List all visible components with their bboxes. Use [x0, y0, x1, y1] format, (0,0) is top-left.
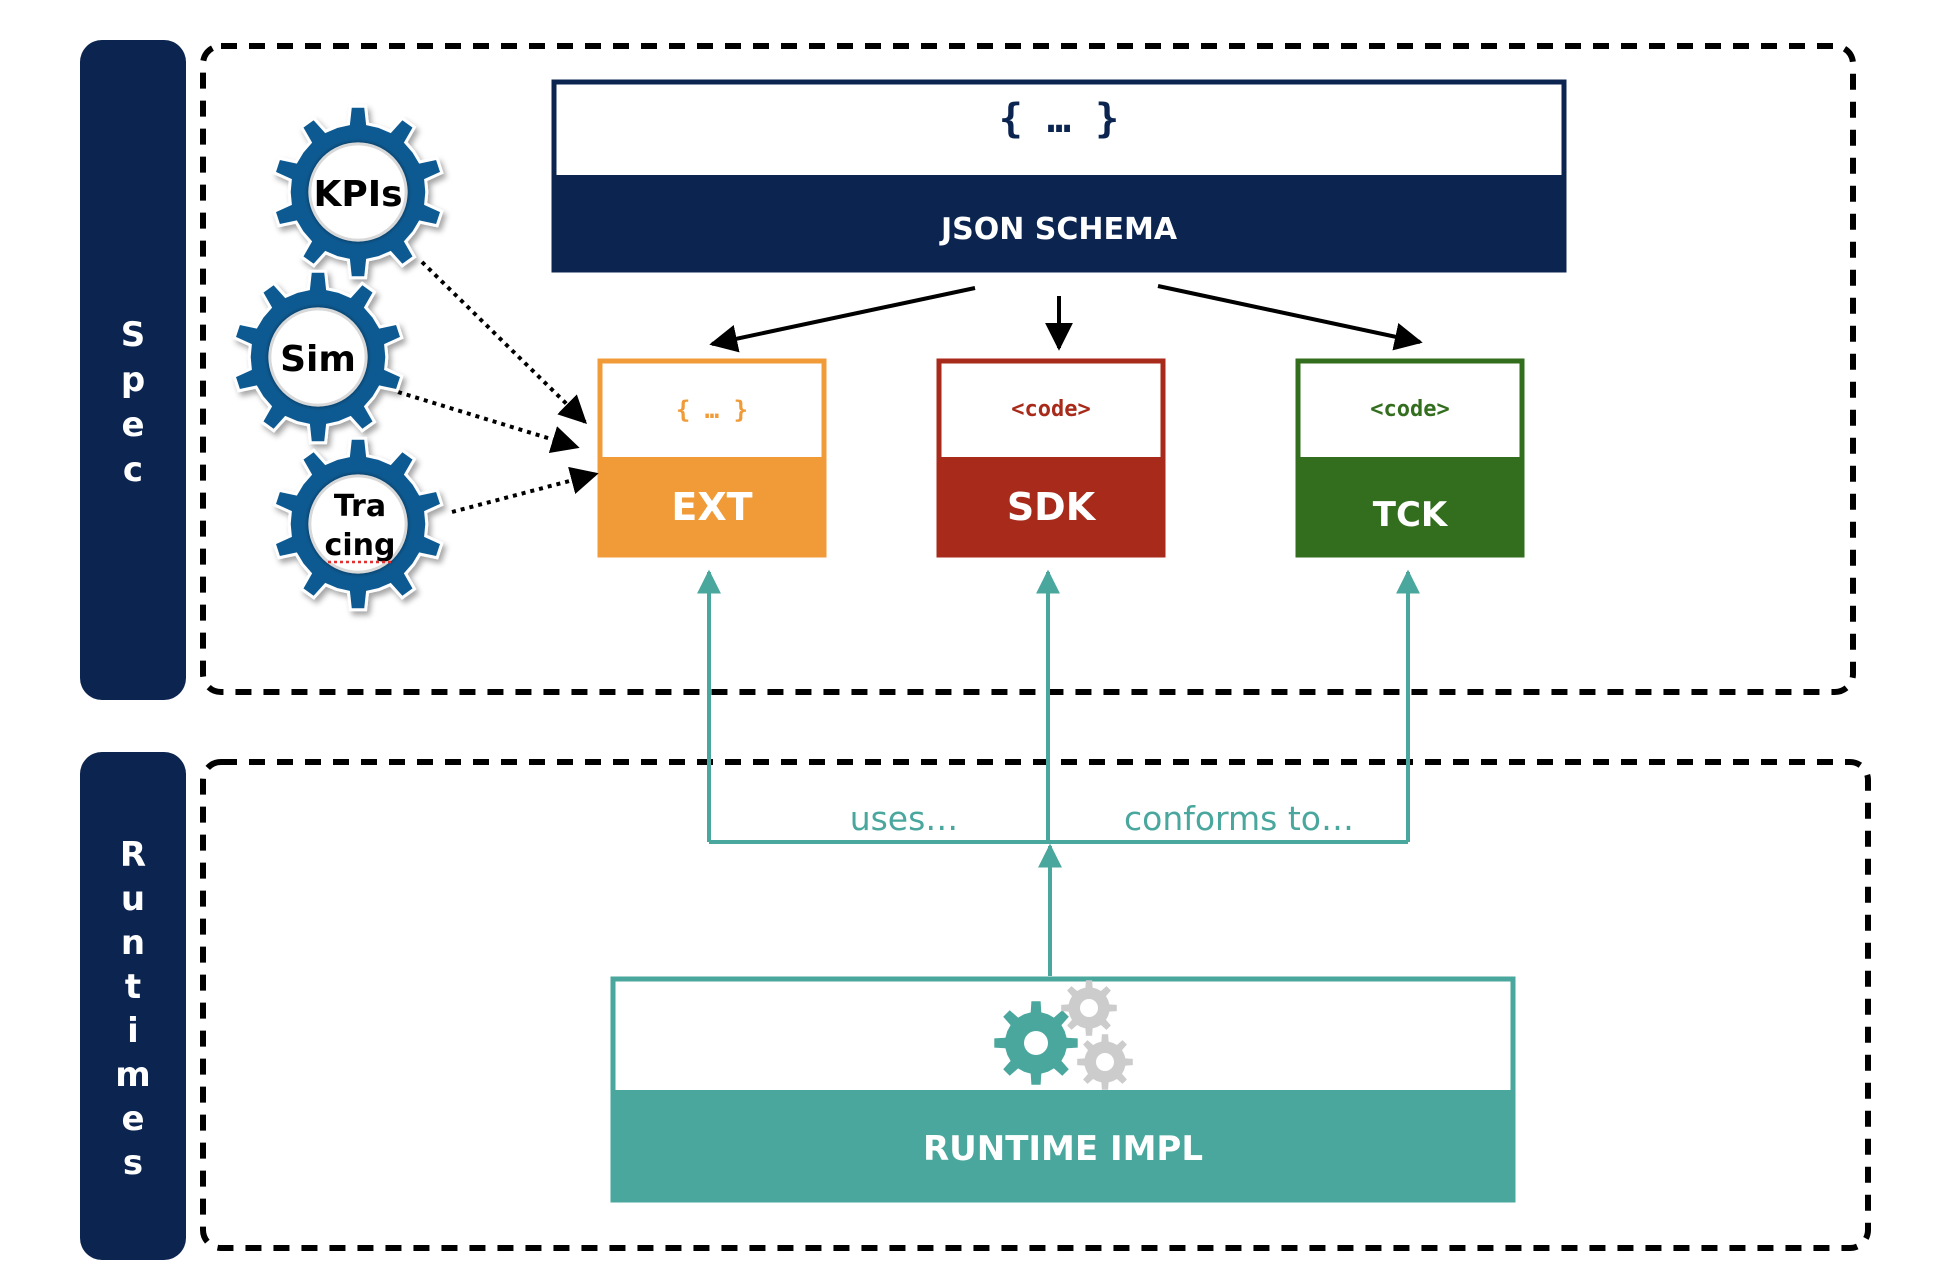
sim-gear: Sim: [232, 269, 404, 445]
kpis-gear: KPIs: [272, 104, 444, 280]
sim-to-ext-arrow: [397, 390, 580, 453]
tracing-to-ext-arrow: [451, 466, 599, 514]
gear-icon: [272, 436, 444, 612]
tracing-gear-label-line2: cing: [325, 528, 396, 563]
spec-section-frame: [200, 43, 1856, 695]
section-label-letter: t: [125, 967, 141, 1007]
section-label-letter: c: [123, 450, 143, 490]
kpis-to-ext-arrow: [420, 260, 587, 424]
section-label-letter: n: [121, 923, 145, 963]
ext-snippet: { … }: [676, 396, 748, 424]
tck-box: <code> TCK: [1295, 358, 1525, 558]
gear-icon: [272, 104, 444, 280]
sim-gear-label: Sim: [280, 339, 356, 380]
sdk-box: <code> SDK: [936, 358, 1166, 558]
tck-title: TCK: [1373, 495, 1449, 535]
tracing-gear: Tra cing: [272, 436, 444, 612]
gear-icon: [232, 269, 404, 445]
json-schema-box: { … } JSON SCHEMA: [551, 79, 1567, 273]
uses-label: uses…: [850, 799, 959, 838]
section-label-letter: s: [123, 1143, 143, 1183]
sdk-title: SDK: [1007, 485, 1097, 529]
section-label-letter: u: [121, 879, 145, 919]
section-label-letter: R: [120, 835, 146, 875]
json-schema-snippet: { … }: [999, 96, 1119, 142]
kpis-gear-label: KPIs: [313, 174, 402, 215]
schema-to-ext-arrow: [709, 286, 976, 353]
ext-box: { … } EXT: [597, 358, 827, 558]
section-label-letter: m: [115, 1055, 150, 1095]
section-label-letter: e: [121, 405, 144, 445]
runtimes-section-frame: [200, 759, 1871, 1251]
section-label-letter: p: [121, 360, 145, 400]
section-label-letter: i: [127, 1011, 139, 1051]
sdk-snippet: <code>: [1011, 397, 1090, 422]
tracing-gear-label-line1: Tra: [334, 489, 386, 524]
json-schema-title: JSON SCHEMA: [939, 212, 1178, 247]
ext-title: EXT: [671, 485, 752, 529]
gears-icon: [994, 980, 1133, 1090]
runtime-connectors: uses… conforms to…: [697, 569, 1420, 976]
section-label-letter: S: [121, 315, 146, 355]
runtime-impl-box: RUNTIME IMPL: [610, 976, 1516, 1203]
runtime-impl-title: RUNTIME IMPL: [923, 1129, 1203, 1169]
tck-snippet: <code>: [1370, 397, 1449, 422]
conforms-label: conforms to…: [1124, 799, 1354, 838]
section-label-letter: e: [121, 1099, 144, 1139]
schema-to-tck-arrow: [1157, 284, 1423, 351]
